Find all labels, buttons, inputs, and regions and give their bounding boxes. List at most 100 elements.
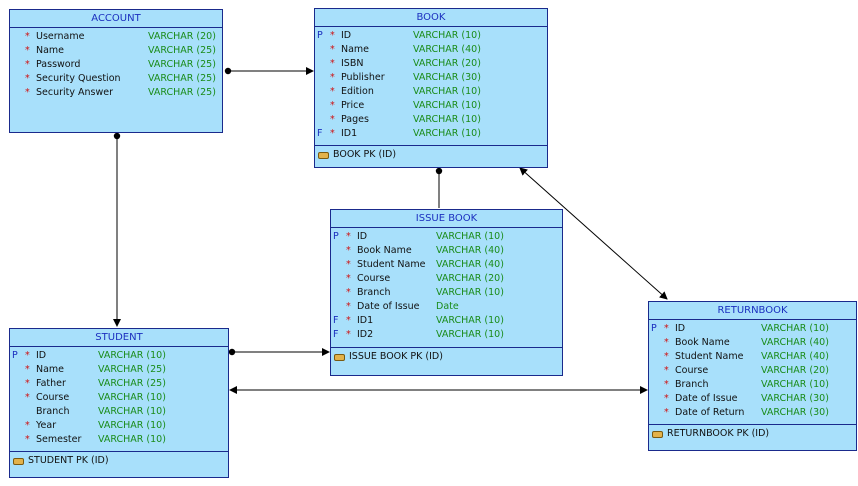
primary-key-row: STUDENT PK (ID) <box>10 451 228 470</box>
attribute-name: Edition <box>341 86 374 97</box>
key-marker: F <box>333 329 339 340</box>
attribute-type: VARCHAR (10) <box>98 434 166 445</box>
attribute-type: VARCHAR (25) <box>148 45 216 56</box>
required-marker: * <box>25 87 30 98</box>
required-marker: * <box>25 420 30 431</box>
attribute-name: Branch <box>36 406 70 417</box>
attribute-type: VARCHAR (25) <box>98 364 166 375</box>
relationship-account-student[interactable] <box>113 132 121 327</box>
attribute-type: VARCHAR (25) <box>148 59 216 70</box>
attribute-type: VARCHAR (40) <box>436 245 504 256</box>
attribute-name: Price <box>341 100 365 111</box>
attribute-type: VARCHAR (10) <box>413 86 481 97</box>
key-marker: P <box>12 350 18 361</box>
attribute-name: Password <box>36 59 81 70</box>
entity-title: ISSUE BOOK <box>331 210 562 228</box>
required-marker: * <box>330 72 335 83</box>
attribute-name: Book Name <box>357 245 412 256</box>
required-marker: * <box>664 323 669 334</box>
attribute-type: VARCHAR (25) <box>148 87 216 98</box>
attribute-type: VARCHAR (10) <box>413 30 481 41</box>
required-marker: * <box>25 31 30 42</box>
entity-title: ACCOUNT <box>10 10 222 28</box>
primary-key-label: STUDENT PK (ID) <box>28 455 109 466</box>
attribute-name: Name <box>341 44 370 55</box>
required-marker: * <box>330 128 335 139</box>
required-marker: * <box>330 114 335 125</box>
primary-key-label: BOOK PK (ID) <box>333 149 397 160</box>
attribute-row: * Password VARCHAR (25) <box>10 58 222 72</box>
attribute-name: Name <box>36 364 65 375</box>
required-marker: * <box>25 392 30 403</box>
required-marker: * <box>346 301 351 312</box>
attribute-name: Father <box>36 378 66 389</box>
required-marker: * <box>346 287 351 298</box>
required-marker: * <box>330 58 335 69</box>
attribute-name: ID1 <box>341 128 358 139</box>
key-marker: F <box>317 128 323 139</box>
required-marker: * <box>330 100 335 111</box>
attribute-name: ID <box>36 350 47 361</box>
attribute-type: VARCHAR (40) <box>413 44 481 55</box>
required-marker: * <box>25 378 30 389</box>
attribute-type: VARCHAR (40) <box>761 337 829 348</box>
attribute-row: * Year VARCHAR (10) <box>10 419 228 433</box>
attribute-type: VARCHAR (10) <box>98 420 166 431</box>
relationship-account-book[interactable] <box>224 67 314 75</box>
primary-key-row: RETURNBOOK PK (ID) <box>649 424 856 443</box>
attribute-name: Date of Issue <box>357 301 420 312</box>
key-icon <box>652 431 663 438</box>
attribute-type: VARCHAR (10) <box>436 329 504 340</box>
attribute-name: Date of Issue <box>675 393 738 404</box>
required-marker: * <box>25 350 30 361</box>
key-marker: P <box>651 323 657 334</box>
required-marker: * <box>330 30 335 41</box>
attribute-name: ID1 <box>357 315 374 326</box>
entity-student[interactable]: STUDENT P * ID VARCHAR (10) * Name VARCHAR (25… <box>9 328 229 478</box>
attribute-name: Date of Return <box>675 407 745 418</box>
required-marker: * <box>330 44 335 55</box>
required-marker: * <box>25 59 30 70</box>
attribute-type: Date <box>436 301 459 312</box>
relationship-book-issue-book[interactable] <box>435 167 443 208</box>
entity-title: STUDENT <box>10 329 228 347</box>
required-marker: * <box>664 379 669 390</box>
attribute-row: * Price VARCHAR (10) <box>315 99 547 113</box>
attribute-name: Course <box>357 273 391 284</box>
primary-key-row: BOOK PK (ID) <box>315 145 547 164</box>
required-marker: * <box>664 351 669 362</box>
required-marker: * <box>664 407 669 418</box>
required-marker: * <box>25 434 30 445</box>
attribute-type: VARCHAR (10) <box>413 100 481 111</box>
required-marker: * <box>346 259 351 270</box>
attribute-type: VARCHAR (30) <box>413 72 481 83</box>
attribute-type: VARCHAR (20) <box>761 365 829 376</box>
entity-title: BOOK <box>315 9 547 27</box>
attribute-name: ID <box>357 231 368 242</box>
attribute-name: Branch <box>357 287 391 298</box>
required-marker: * <box>346 315 351 326</box>
attribute-name: Name <box>36 45 65 56</box>
attribute-name: Year <box>36 420 57 431</box>
relationship-book-returnbook[interactable] <box>519 167 668 300</box>
relationship-student-issue-book[interactable] <box>228 348 330 356</box>
